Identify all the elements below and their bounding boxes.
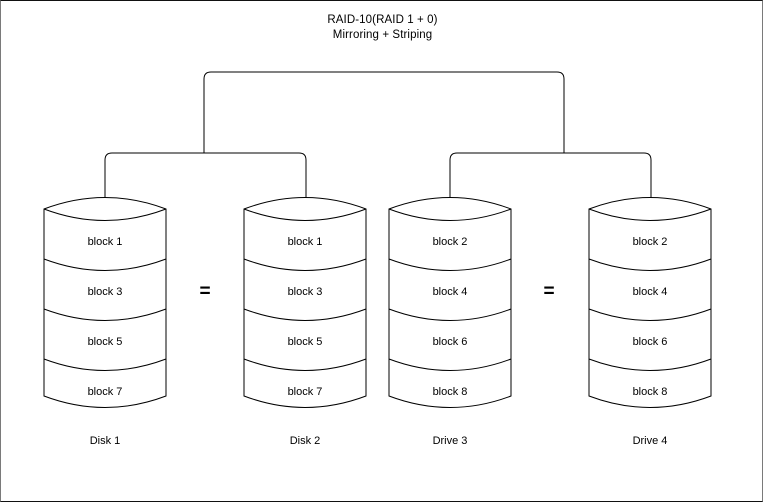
disk-2-label: Disk 2 [289,435,321,447]
connector-tree [105,72,651,200]
disk-2-block-3: block 5 [287,336,323,348]
disk-1-label: Disk 1 [89,435,121,447]
disk-4-block-2: block 4 [632,286,668,298]
disk-3-cylinder [389,198,511,408]
disk-2-block-4: block 7 [287,386,323,398]
mirror-bracket-right [450,153,651,200]
diagram-title: RAID-10(RAID 1 + 0) Mirroring + Striping [1,13,763,43]
disk-4-cylinder [589,198,711,408]
title-line-1: RAID-10(RAID 1 + 0) [327,14,438,26]
title-line-2: Mirroring + Striping [332,29,433,41]
disk-4-label: Drive 4 [632,435,668,447]
disk-3-block-1: block 2 [432,236,468,248]
disk-4-block-4: block 8 [632,386,668,398]
disk-1-block-2: block 3 [87,286,123,298]
mirror-bracket-left [105,153,306,200]
mirror-equals-left: = [199,281,211,302]
disk-2-block-1: block 1 [287,236,323,248]
disk-4-block-1: block 2 [632,236,668,248]
disk-3-block-2: block 4 [432,286,468,298]
disk-4-block-3: block 6 [632,336,668,348]
disk-2-cylinder [244,198,366,408]
disk-3-block-4: block 8 [432,386,468,398]
disk-1-block-3: block 5 [87,336,123,348]
disk-2-block-2: block 3 [287,286,323,298]
disk-3-label: Drive 3 [432,435,468,447]
disk-1-cylinder [44,198,166,408]
disk-3-block-3: block 6 [432,336,468,348]
root-bracket [204,72,564,153]
mirror-equals-right: = [543,281,555,302]
disk-1-block-1: block 1 [87,236,123,248]
disk-1-block-4: block 7 [87,386,123,398]
